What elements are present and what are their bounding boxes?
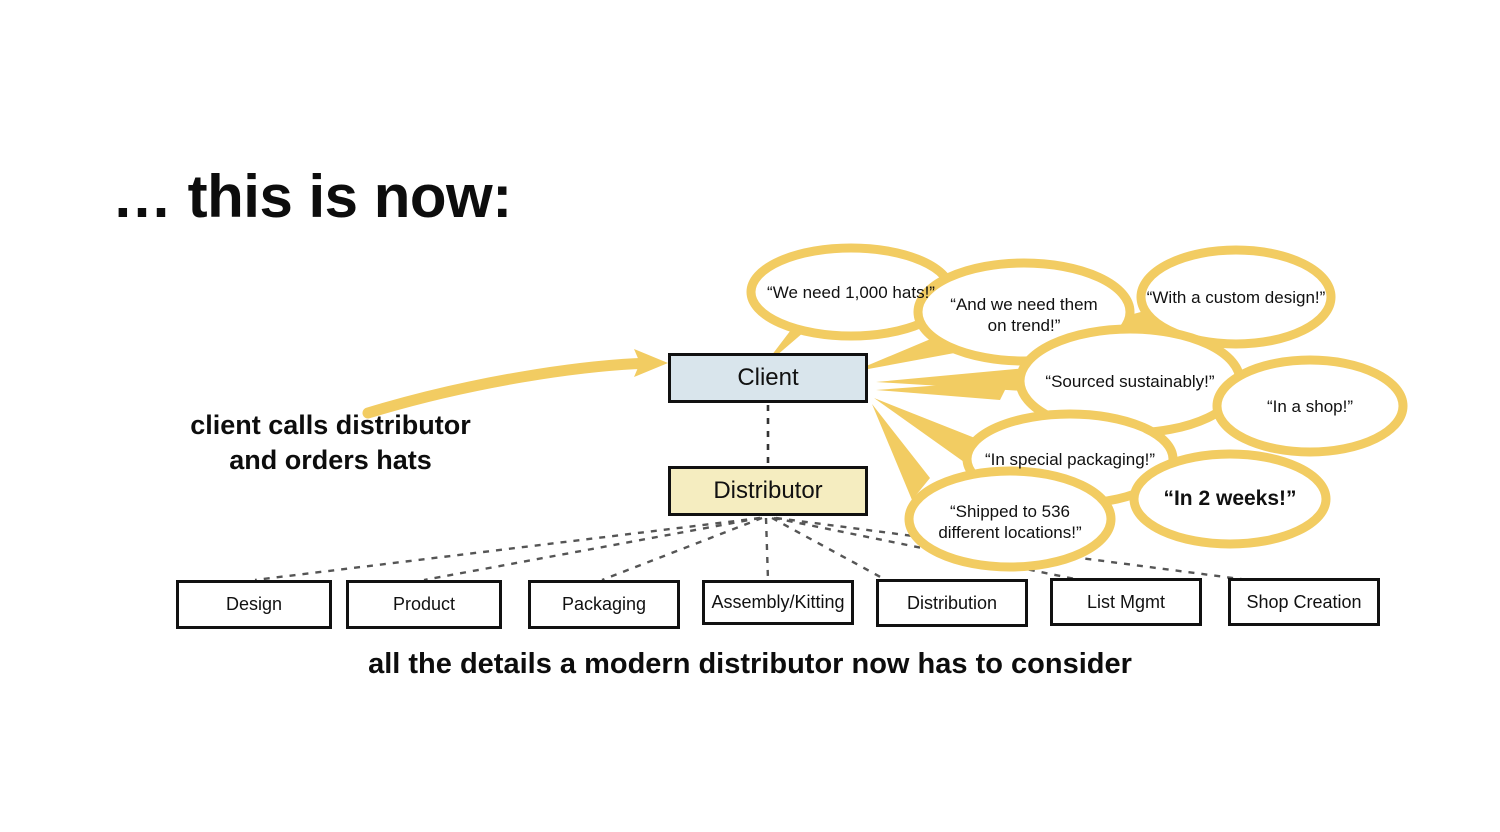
speech-bubble-label-in-2-weeks: “In 2 weeks!” — [1163, 487, 1297, 510]
capability-box-design[interactable]: Design — [176, 580, 332, 629]
capability-box-assembly-kitting[interactable]: Assembly/Kitting — [702, 580, 854, 625]
arrow-client-calls-distributor — [362, 349, 668, 419]
speech-bubble-label-custom-design: “With a custom design!” — [1146, 288, 1326, 307]
annotation-client-calls-distributor: client calls distributor and orders hats — [190, 410, 471, 476]
speech-bubble-label-sourced-sustainably: “Sourced sustainably!” — [1045, 372, 1215, 391]
capability-box-shop-creation[interactable]: Shop Creation — [1228, 578, 1380, 626]
capability-box-distribution[interactable]: Distribution — [876, 579, 1028, 627]
speech-bubble-label-shipped-536: “Shipped to 536 different locations!” — [938, 502, 1082, 543]
speech-bubble-custom-design — [1136, 245, 1336, 349]
speech-bubble-in-2-weeks — [1129, 449, 1331, 549]
speech-bubble-label-special-packaging: “In special packaging!” — [984, 450, 1156, 469]
speech-bubble-on-trend — [913, 258, 1135, 366]
speech-bubble-label-we-need-1000-hats: “We need 1,000 hats!” — [767, 283, 935, 302]
annotation-all-the-details: all the details a modern distributor now… — [368, 648, 1132, 680]
speech-bubble-shipped-536 — [904, 466, 1116, 572]
capability-box-product[interactable]: Product — [346, 580, 502, 629]
speech-bubbles — [746, 243, 1408, 572]
capability-box-packaging[interactable]: Packaging — [528, 580, 680, 629]
node-distributor[interactable]: Distributor — [668, 466, 868, 516]
capability-box-list-mgmt[interactable]: List Mgmt — [1050, 578, 1202, 626]
speech-bubble-we-need-1000-hats — [746, 243, 956, 341]
speech-bubble-in-a-shop — [1212, 355, 1408, 457]
speech-bubble-label-on-trend: “And we need them on trend!” — [950, 295, 1098, 336]
speech-bubble-sourced-sustainably — [1015, 324, 1245, 438]
node-client[interactable]: Client — [668, 353, 868, 403]
speech-bubble-special-packaging — [962, 409, 1178, 509]
speech-bubble-label-in-a-shop: “In a shop!” — [1267, 397, 1353, 416]
page-title: … this is now: — [112, 163, 512, 230]
connector-fan-distributor-capabilities — [254, 516, 1249, 582]
